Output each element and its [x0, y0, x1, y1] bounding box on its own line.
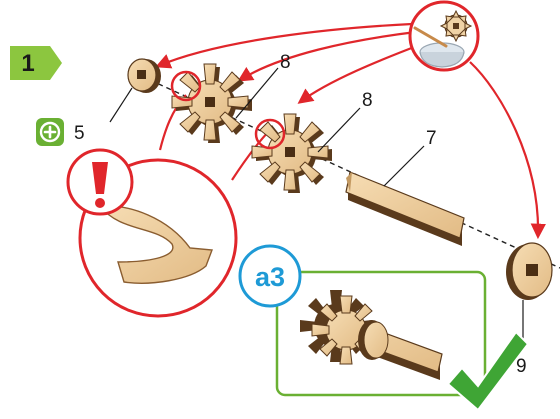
gear-lower-highlight-circle: [254, 118, 286, 150]
part-7-axle: [345, 171, 465, 246]
plus-badge-icon: [36, 118, 64, 146]
warning-exclamation-icon: [66, 148, 134, 216]
step-badge: 1: [10, 46, 62, 80]
label-part-8-lower: 8: [362, 90, 373, 111]
part-8-gear-upper: [171, 63, 252, 143]
label-part-5: 5: [74, 123, 85, 144]
checkmark-icon: [446, 330, 530, 412]
step-number: 1: [21, 50, 34, 77]
callout-label-badge: a3: [238, 244, 302, 308]
label-part-7: 7: [426, 128, 437, 149]
callout-label: a3: [255, 262, 285, 292]
assembled-result-callout: [275, 270, 487, 397]
part-8-gear-lower: [251, 113, 332, 193]
glue-bowl-icon: [408, 0, 480, 72]
gear-upper-highlight-circle: [170, 70, 202, 102]
part-9-end-disc: [506, 242, 553, 300]
assembled-model: [300, 290, 443, 380]
part-5-spacer-disc: [127, 58, 161, 93]
label-part-8-upper: 8: [280, 52, 291, 73]
label-part-9: 9: [516, 356, 527, 377]
